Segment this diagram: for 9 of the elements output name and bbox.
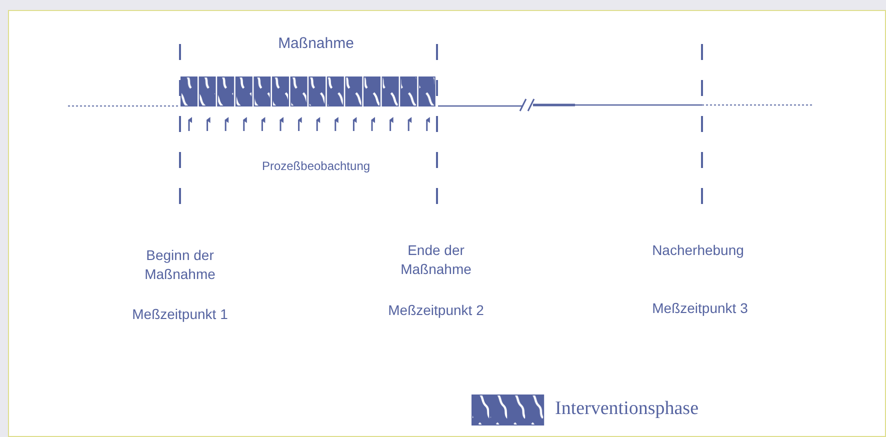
time-point-label: Nacherhebung [652,241,744,260]
time-point-label: Beginn der Maßnahme [144,246,216,284]
legend-label: Interventionsphase [555,398,699,420]
measurement-label: Meßzeitpunkt 1 [132,305,228,324]
measurement-label: Meßzeitpunkt 2 [388,301,484,320]
time-point-label: Ende der Maßnahme [400,241,472,279]
phase-label: Maßnahme [278,34,354,54]
phase-label: Prozeßbeobachtung [262,158,370,174]
measurement-label: Meßzeitpunkt 3 [652,299,748,318]
